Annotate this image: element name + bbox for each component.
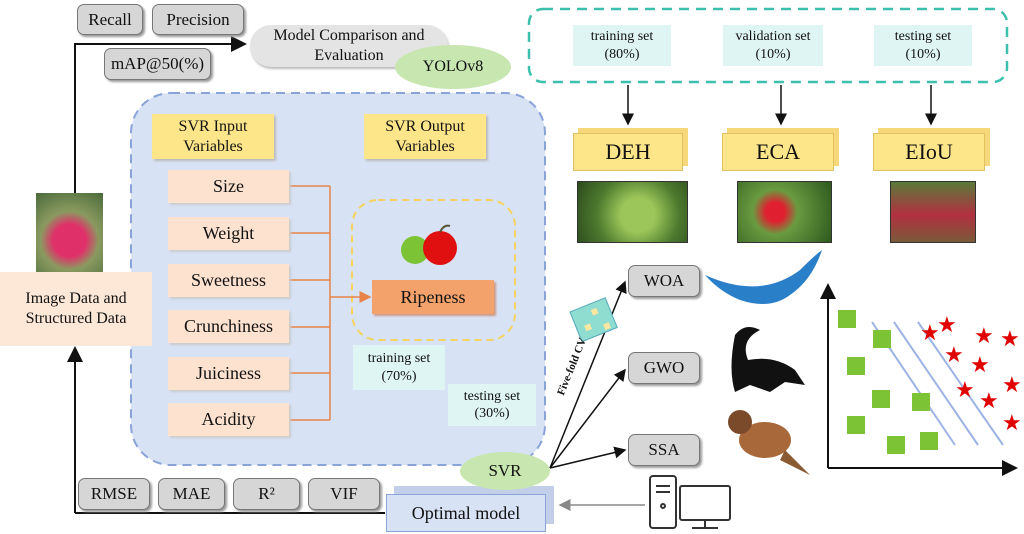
apple-photo-3 <box>890 181 976 243</box>
split-pct: (80%) <box>604 46 640 62</box>
svg-text:★: ★ <box>1002 373 1022 398</box>
split-label: training set <box>590 29 654 44</box>
metric-mae: MAE <box>158 478 225 510</box>
output-region <box>351 199 516 341</box>
svg-text:★: ★ <box>944 343 964 368</box>
svg-text:★: ★ <box>920 321 940 346</box>
metric-rmse: RMSE <box>78 478 150 510</box>
split-testing: testing set (10%) <box>874 25 972 66</box>
module-eiou: EIoU <box>873 133 985 171</box>
optimizer-woa: WOA <box>628 265 700 297</box>
model-comparison: Model Comparison and Evaluation <box>250 25 448 67</box>
svg-text:★: ★ <box>979 389 999 414</box>
input-weight: Weight <box>168 217 289 250</box>
computer-icon <box>649 475 731 529</box>
output-ripeness: Ripeness <box>372 280 494 314</box>
svg-text:★: ★ <box>970 353 990 378</box>
split-pct: (70%) <box>381 368 417 384</box>
svr-training-set: training set (70%) <box>353 345 445 390</box>
svg-text:★: ★ <box>955 378 975 403</box>
split-pct: (10%) <box>755 46 791 62</box>
optimal-model-box: Optimal model <box>386 494 546 532</box>
apple-photo-2 <box>737 181 832 243</box>
split-training: training set (80%) <box>573 25 671 66</box>
input-size: Size <box>168 170 289 203</box>
svg-text:★: ★ <box>1000 327 1020 352</box>
metric-vif: VIF <box>308 478 380 510</box>
svr-input-header: SVR Input Variables <box>152 114 274 159</box>
cv-grid-icon <box>569 297 618 343</box>
split-label: validation set <box>735 29 811 44</box>
svg-text:★: ★ <box>974 324 994 349</box>
metric-precision: Precision <box>152 4 244 35</box>
input-acidity: Acidity <box>168 403 289 436</box>
whale-icon <box>705 250 822 304</box>
split-label: testing set <box>894 29 952 44</box>
yolo-ellipse: YOLOv8 <box>395 45 511 89</box>
metric-recall: Recall <box>77 4 143 35</box>
svr-testing-set: testing set (30%) <box>448 384 536 426</box>
split-label: training set <box>367 351 431 366</box>
module-eca: ECA <box>722 133 834 171</box>
module-deh: DEH <box>573 133 683 171</box>
metric-r2: R² <box>233 478 300 510</box>
svr-output-header: SVR Output Variables <box>364 114 486 159</box>
split-validation: validation set (10%) <box>723 25 823 66</box>
apple-icon <box>401 224 457 265</box>
svr-ellipse: SVR <box>460 452 550 490</box>
split-label: testing set <box>463 388 521 404</box>
split-pct: (10%) <box>905 46 941 62</box>
svg-text:★: ★ <box>937 313 957 338</box>
input-sweetness: Sweetness <box>168 264 289 297</box>
apple-photo-source <box>36 193 103 272</box>
split-region <box>527 7 1009 84</box>
input-crunchiness: Crunchiness <box>168 310 289 343</box>
apple-photo-1 <box>577 181 688 243</box>
split-pct: (30%) <box>474 406 510 421</box>
input-juiciness: Juiciness <box>168 357 289 390</box>
metric-map: mAP@50(%) <box>104 48 211 80</box>
sparrow-icon <box>728 410 810 475</box>
optimizer-gwo: GWO <box>628 352 700 384</box>
svg-text:★: ★ <box>1002 411 1022 436</box>
optimizer-ssa: SSA <box>628 434 700 466</box>
wolf-icon <box>731 326 805 392</box>
data-source-box: Image Data and Structured Data <box>0 272 152 346</box>
svm-scatter-icon: ★★★★★★★★★★ <box>820 283 1022 476</box>
